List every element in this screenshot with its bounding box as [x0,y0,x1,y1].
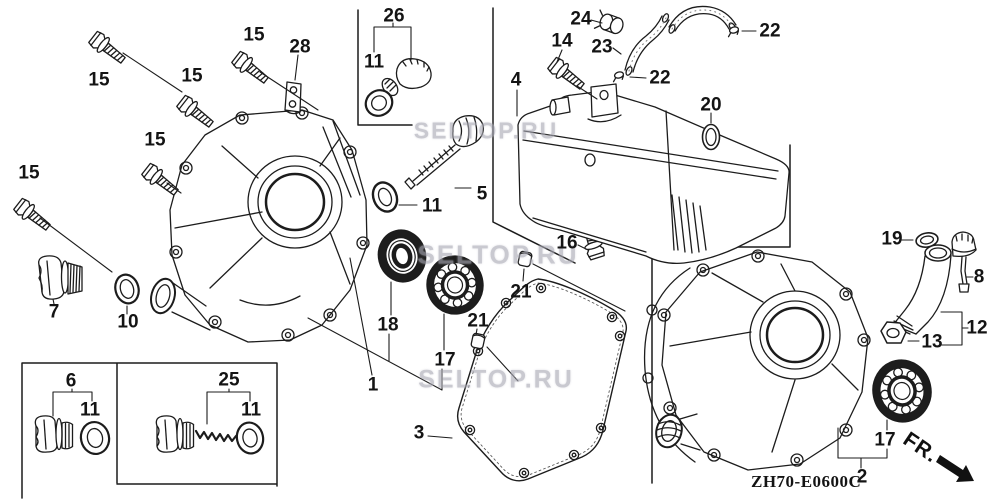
tube-clamp-drawing [593,9,624,35]
ball-bearing-right-drawing [872,359,932,423]
part-callout-3-25: 3 [413,422,425,444]
part-callout-15-1: 15 [181,65,203,87]
oil-seal-drawing [377,229,427,283]
elbow-tube-drawing [891,244,952,335]
oil-filler-cap-drawing [364,58,432,117]
part-callout-8-27: 8 [973,266,985,288]
part-callout-4-8: 4 [510,69,522,91]
part-callout-22-13: 22 [759,20,781,42]
part-callout-25-34: 25 [218,369,240,391]
part-callout-20-14: 20 [700,94,722,116]
part-callout-10-18: 10 [117,311,139,333]
part-callout-15-4: 15 [144,129,166,151]
oil-dipstick-drawing [404,115,484,190]
part-callout-7-17: 7 [48,301,60,323]
tank-shroud-drawing [517,83,790,264]
part-callout-19-26: 19 [881,228,903,250]
part-callout-15-2: 15 [243,24,265,46]
part-callout-17-30: 17 [874,429,896,451]
part-callout-11-33: 11 [79,399,101,421]
part-callout-11-16: 11 [421,195,443,217]
ball-bearing-left-drawing [426,255,484,315]
part-callout-11-35: 11 [240,399,262,421]
part-callout-13-29: 13 [921,331,943,353]
breather-tubes-drawing [624,5,737,76]
spring-plug-25-drawing [155,415,265,455]
part-callout-11-7: 11 [363,51,385,73]
diagram-code: ZH70-E0600C [751,472,862,491]
seal-ring-19-drawing [915,232,939,248]
watermark-1: SELTOP.RU [417,239,579,270]
part-callout-17-23: 17 [434,349,456,371]
part-callout-15-5: 15 [18,162,40,184]
seal-washer-10-drawing [114,273,140,305]
part-callout-21-20: 21 [510,281,532,303]
oil-drain-plug-drawing [38,255,83,300]
part-callout-16-19: 16 [556,232,578,254]
part-callout-15-0: 15 [88,69,110,91]
part-callout-23-11: 23 [591,36,613,58]
part-callout-22-12: 22 [649,67,671,89]
crankcase-cover-right-drawing [642,249,871,471]
part-callout-2-31: 2 [856,466,868,488]
oil-level-cap-drawing [951,231,977,293]
part-callout-24-10: 24 [570,8,592,30]
part-callout-5-15: 5 [476,183,488,205]
tube-nut-drawing [880,321,907,344]
watermark-2: SELTOP.RU [418,365,574,394]
part-callout-1-24: 1 [367,374,379,396]
part-callout-28-3: 28 [289,36,311,58]
part-callout-26-6: 26 [383,5,405,27]
part-callout-21-21: 21 [467,310,489,332]
crankcase-cover-left-drawing [150,106,370,343]
drain-plug-6-drawing [34,415,111,456]
grommet-20-drawing [701,123,721,151]
part-callout-6-32: 6 [65,370,77,392]
leader-lines [39,19,974,469]
gasket-drawing [456,278,628,482]
part-callout-14-9: 14 [551,30,573,52]
watermark-0: SELTOP.RU [413,117,559,144]
grommet-11-drawing [371,181,399,213]
bracket-drawing [284,81,302,115]
part-callout-12-28: 12 [966,317,988,339]
fr-direction-arrow-icon [936,455,974,482]
part-callout-18-22: 18 [377,314,399,336]
